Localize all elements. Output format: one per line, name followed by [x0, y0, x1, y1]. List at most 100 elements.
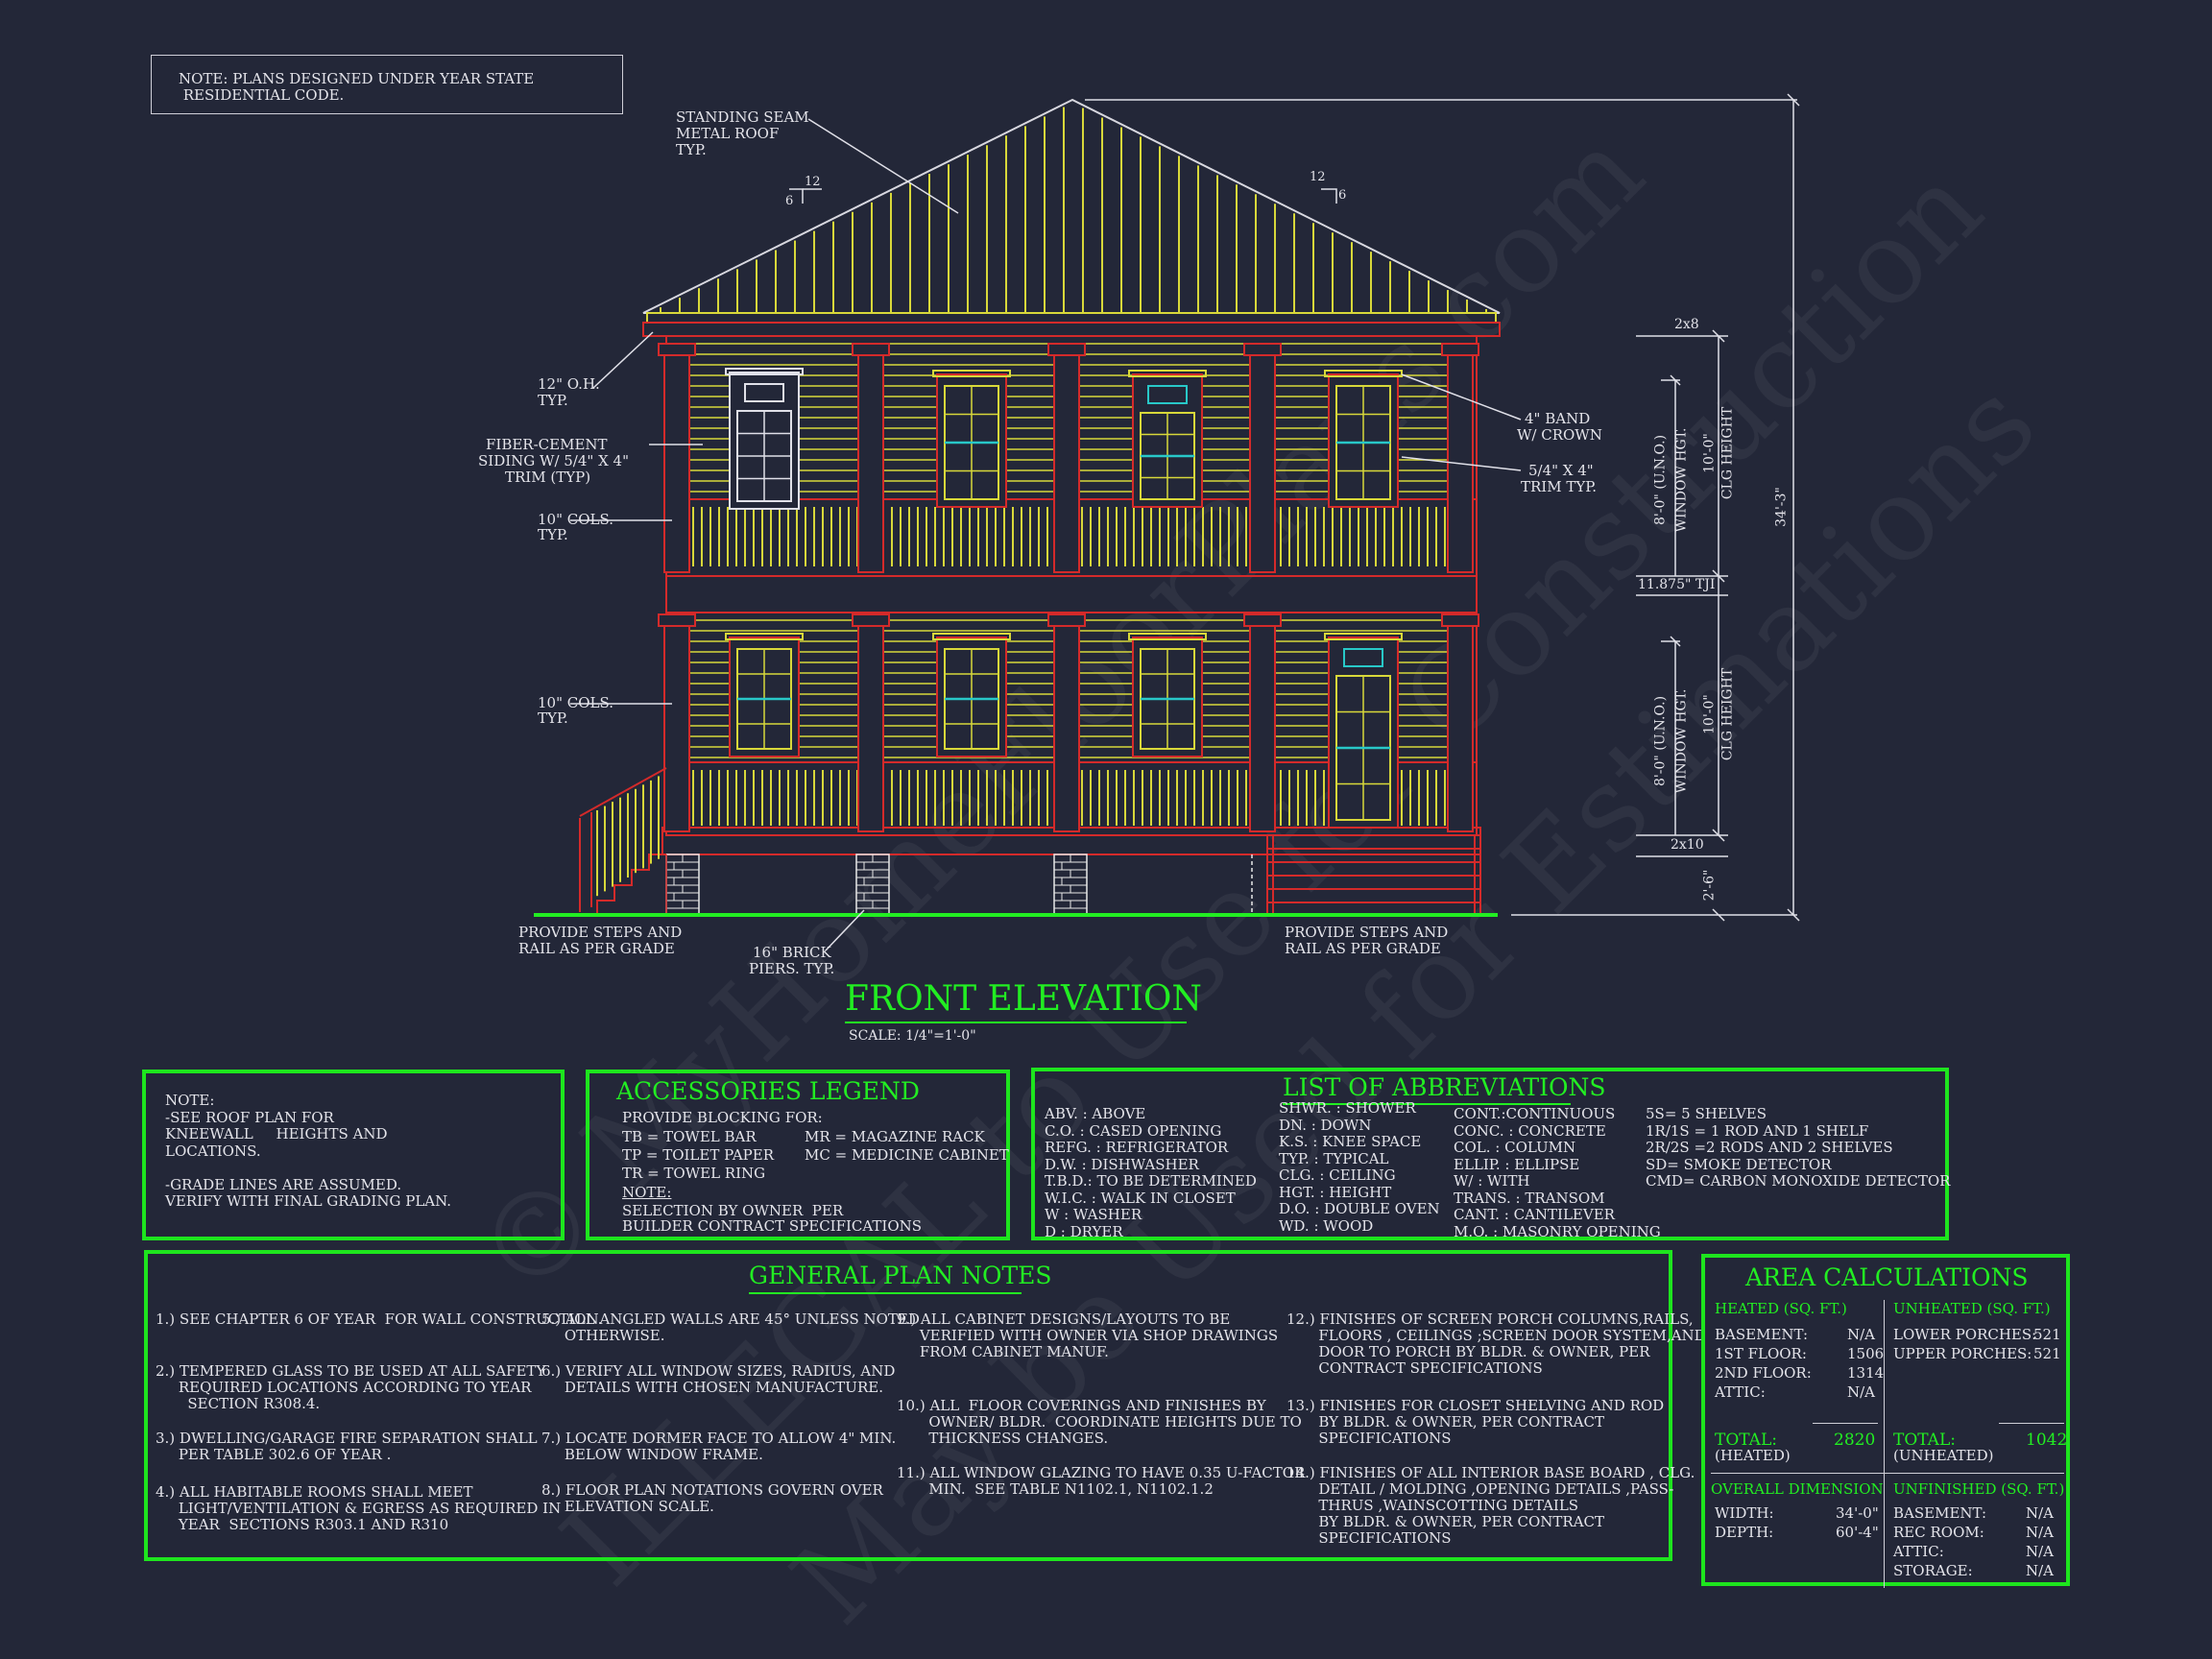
abbreviations-title-underline	[1283, 1103, 1571, 1105]
general-note: CONTRACT SPECIFICATIONS	[1286, 1359, 1543, 1377]
dim-floor-joist: 2x10	[1671, 837, 1704, 853]
callout-band-1: 4" BAND	[1525, 410, 1591, 427]
pitch-right-run: 6	[1338, 188, 1347, 203]
callout-steps-left-1: PROVIDE STEPS AND	[518, 924, 683, 941]
brick-piers	[665, 854, 1088, 915]
callout-piers-1: 16" BRICK	[753, 944, 831, 961]
callout-overhang-2: TYP.	[538, 392, 568, 409]
general-note: BY BLDR. & OWNER, PER CONTRACT	[1286, 1413, 1605, 1431]
heated-row-label: ATTIC:	[1715, 1383, 1766, 1401]
top-note-box: NOTE: PLANS DESIGNED UNDER YEAR STATE RE…	[151, 55, 623, 114]
accessories-note-2: BUILDER CONTRACT SPECIFICATIONS	[622, 1217, 923, 1235]
callout-trim-2: TRIM TYP.	[1521, 478, 1598, 495]
dim-foundation: 2'-6"	[1701, 869, 1718, 902]
general-note: BELOW WINDOW FRAME.	[541, 1446, 763, 1463]
pitch-symbol-right	[1321, 188, 1337, 204]
abbreviation-item: TYP. : TYPICAL	[1279, 1149, 1389, 1167]
overall-row-label: DEPTH:	[1715, 1524, 1774, 1541]
abbreviation-item: W.I.C. : WALK IN CLOSET	[1045, 1189, 1236, 1207]
scale-label: SCALE: 1/4"=1'-0"	[849, 1028, 976, 1044]
windows	[725, 368, 1403, 829]
callout-steps-right-2: RAIL AS PER GRADE	[1285, 940, 1441, 957]
general-note: OWNER/ BLDR. COORDINATE HEIGHTS DUE TO	[897, 1413, 1302, 1431]
pitch-symbol-left	[789, 188, 822, 204]
columns	[658, 343, 1479, 832]
callout-roof-2: METAL ROOF	[676, 125, 780, 142]
abbreviation-item: CONT.:CONTINUOUS	[1454, 1105, 1616, 1122]
general-note: FLOORS , CEILINGS ;SCREEN DOOR SYSTEM,AN…	[1286, 1327, 1706, 1344]
unheated-row-value: 521	[2033, 1345, 2061, 1362]
overall-title: OVERALL DIMENSION	[1711, 1480, 1884, 1498]
abbreviation-item: CMD= CARBON MONOXIDE DETECTOR	[1646, 1172, 1951, 1190]
general-note: REQUIRED LOCATIONS ACCORDING TO YEAR	[156, 1379, 532, 1396]
general-note: ELEVATION SCALE.	[541, 1498, 714, 1515]
overall-row-value: 34'-0"	[1836, 1504, 1879, 1522]
unheated-row-value: 521	[2033, 1326, 2061, 1343]
callout-steps-left-2: RAIL AS PER GRADE	[518, 940, 675, 957]
dim-tji: 11.875" TJI	[1638, 577, 1716, 592]
stairs-left	[579, 767, 667, 917]
front-elevation-drawing	[534, 93, 1800, 951]
abbreviation-item: CANT. : CANTILEVER	[1454, 1206, 1615, 1223]
callout-roof-1: STANDING SEAM	[676, 108, 809, 126]
unheated-total-note: (UNHEATED)	[1893, 1447, 1994, 1464]
abbreviation-item: D.O. : DOUBLE OVEN	[1279, 1200, 1440, 1217]
general-note: BY BLDR. & OWNER, PER CONTRACT	[1286, 1513, 1605, 1530]
abbreviation-item: C.O. : CASED OPENING	[1045, 1121, 1222, 1140]
pitch-left-rise: 12	[805, 175, 821, 189]
area-calculations-box: AREA CALCULATIONS HEATED (SQ. FT.) UNHEA…	[1701, 1254, 2070, 1588]
callout-band-2: W/ CROWN	[1517, 426, 1602, 444]
dim-clg-upper: 10'-0"	[1701, 433, 1718, 473]
callout-cols-upper-2: TYP.	[538, 526, 568, 543]
dim-window-hgt-lower: 8'-0" (U.N.O.)	[1652, 695, 1669, 787]
overall-row-label: WIDTH:	[1715, 1504, 1774, 1522]
heated-row-value: 1506	[1847, 1345, 1885, 1362]
unheated-row-label: LOWER PORCHES:	[1893, 1326, 2037, 1343]
accessories-title: ACCESSORIES LEGEND	[616, 1077, 920, 1105]
roof	[642, 98, 1501, 337]
general-note: MIN. SEE TABLE N1102.1, N1102.1.2	[897, 1480, 1214, 1498]
heated-row-value: N/A	[1847, 1326, 1876, 1343]
abbreviation-item: M.O. : MASONRY OPENING	[1454, 1222, 1661, 1240]
dim-top-joist: 2x8	[1674, 317, 1699, 332]
top-note-line-2: RESIDENTIAL CODE.	[179, 86, 345, 104]
note-line: VERIFY WITH FINAL GRADING PLAN.	[165, 1192, 452, 1210]
unheated-total-rule	[1999, 1423, 2064, 1424]
general-note: 8.) FLOOR PLAN NOTATIONS GOVERN OVER	[541, 1481, 883, 1499]
general-note: SPECIFICATIONS	[1286, 1529, 1452, 1547]
heated-row-value: 1314	[1847, 1364, 1885, 1382]
general-note: DETAILS WITH CHOSEN MANUFACTURE.	[541, 1379, 883, 1396]
callout-siding-3: TRIM (TYP)	[505, 469, 591, 486]
abbreviation-item: K.S. : KNEE SPACE	[1279, 1133, 1422, 1150]
abbreviation-item: D.W. : DISHWASHER	[1045, 1155, 1199, 1173]
general-note: 12.) FINISHES OF SCREEN PORCH COLUMNS,RA…	[1286, 1310, 1694, 1328]
abbreviation-item: WD. : WOOD	[1279, 1216, 1374, 1235]
callout-overhang-1: 12" O.H.	[538, 375, 600, 393]
dim-window-hgt-label-upper: WINDOW HGT.	[1673, 427, 1690, 533]
heated-row-label: 1ST FLOOR:	[1715, 1345, 1807, 1362]
abbreviation-item: ABV. : ABOVE	[1045, 1105, 1146, 1122]
dim-clg-label-upper: CLG HEIGHT	[1719, 406, 1736, 500]
unfinished-row-value: N/A	[2026, 1504, 2055, 1522]
callout-cols-lower-2: TYP.	[538, 709, 568, 727]
general-note: 1.) SEE CHAPTER 6 OF YEAR FOR WALL CONST…	[156, 1310, 603, 1328]
accessory-item: TB = TOWEL BAR	[622, 1128, 757, 1145]
general-note: DETAIL / MOLDING ,OPENING DETAILS ,PASS-	[1286, 1480, 1674, 1498]
general-note: 13.) FINISHES FOR CLOSET SHELVING AND RO…	[1286, 1397, 1665, 1414]
general-note: 14.) FINISHES OF ALL INTERIOR BASE BOARD…	[1286, 1464, 1695, 1481]
abbreviation-item: COL. : COLUMN	[1454, 1139, 1576, 1156]
general-notes-box: GENERAL PLAN NOTES 1.) SEE CHAPTER 6 OF …	[144, 1250, 1706, 1561]
pitch-right-rise: 12	[1310, 170, 1326, 184]
general-note: LIGHT/VENTILATION & EGRESS AS REQUIRED I…	[156, 1500, 562, 1517]
top-note-line-1: NOTE: PLANS DESIGNED UNDER YEAR STATE	[179, 70, 535, 87]
heated-row-value: N/A	[1847, 1383, 1876, 1401]
general-note: OTHERWISE.	[541, 1327, 665, 1344]
abbreviation-item: 2R/2S =2 RODS AND 2 SHELVES	[1646, 1139, 1893, 1156]
abbreviation-item: HGT. : HEIGHT	[1279, 1183, 1392, 1201]
general-note: 7.) LOCATE DORMER FACE TO ALLOW 4" MIN.	[541, 1430, 897, 1447]
abbreviation-item: T.B.D.: TO BE DETERMINED	[1045, 1172, 1257, 1190]
general-note: FROM CABINET MANUF.	[897, 1343, 1109, 1360]
dim-clg-label-lower: CLG HEIGHT	[1719, 667, 1736, 761]
note-line: -GRADE LINES ARE ASSUMED.	[165, 1175, 402, 1193]
